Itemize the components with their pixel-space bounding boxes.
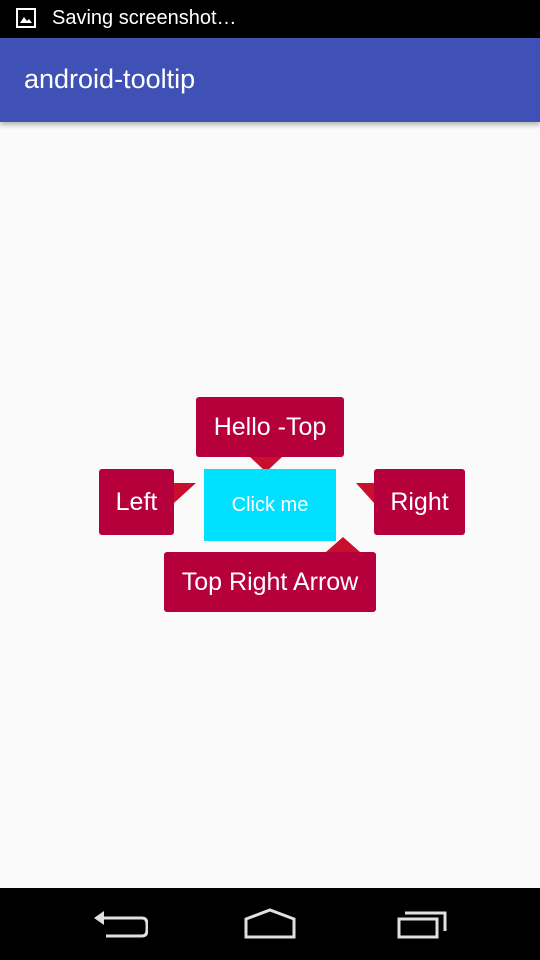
app-bar: android-tooltip (0, 38, 540, 122)
tooltip-left: Left (99, 469, 174, 535)
tooltip-top-arrow (250, 457, 282, 472)
image-icon (16, 8, 36, 28)
content-area: Hello -Top Left Click me Right Top Right… (0, 122, 540, 888)
recents-button[interactable] (390, 902, 454, 946)
click-me-button[interactable]: Click me (204, 469, 336, 541)
back-icon (94, 911, 148, 938)
home-button[interactable] (238, 902, 302, 946)
status-bar: Saving screenshot… (0, 0, 540, 38)
home-icon (244, 908, 296, 939)
tooltip-right: Right (374, 469, 465, 535)
app-title: android-tooltip (24, 64, 196, 94)
tooltip-left-arrow (174, 483, 196, 503)
navigation-bar (0, 888, 540, 960)
tooltip-bottom-arrow (326, 537, 360, 552)
tooltip-top: Hello -Top (196, 397, 344, 457)
tooltip-right-arrow (356, 483, 374, 503)
recents-icon (397, 911, 447, 939)
status-notification-text: Saving screenshot… (52, 7, 237, 29)
tooltip-bottom: Top Right Arrow (164, 552, 376, 612)
back-button[interactable] (88, 902, 152, 946)
